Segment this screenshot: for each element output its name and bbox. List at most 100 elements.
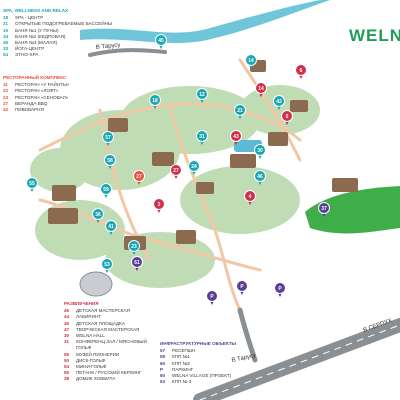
map-pin[interactable]: 23 bbox=[128, 240, 140, 256]
map-pin-marker bbox=[149, 94, 161, 106]
map-pin-label: P bbox=[278, 286, 282, 292]
legend-row-number: 55 bbox=[64, 351, 70, 357]
legend-row-label: ЙОГА-ЦЕНТР bbox=[15, 46, 45, 52]
map-pin-marker bbox=[133, 170, 145, 182]
map-pin[interactable]: 14 bbox=[255, 82, 267, 98]
map-pin[interactable]: 14 bbox=[245, 54, 257, 70]
map-pin[interactable]: P bbox=[236, 280, 248, 296]
map-pin[interactable]: 24 bbox=[188, 160, 200, 176]
map-pin[interactable]: 30 bbox=[254, 144, 266, 160]
map-pin-marker bbox=[274, 282, 286, 294]
map-pin-label: 30 bbox=[257, 148, 263, 154]
map-pin[interactable]: 3 bbox=[153, 198, 165, 214]
legend-row-label: ДОМИК ХОББИТА bbox=[76, 376, 116, 382]
map-pin-marker bbox=[254, 144, 266, 156]
golf-course bbox=[305, 186, 400, 234]
river bbox=[80, 0, 330, 43]
map-pin-marker bbox=[244, 190, 256, 202]
map-pin[interactable]: 21 bbox=[234, 104, 246, 120]
map-pin[interactable]: 41 bbox=[105, 220, 117, 236]
legend-row-label: РЕСЕПШН bbox=[172, 348, 196, 354]
legend-row-number: 57 bbox=[160, 348, 166, 354]
map-pin[interactable]: 55 bbox=[26, 177, 38, 193]
map-pin-label: 45 bbox=[158, 38, 164, 44]
map-pin-label: 27 bbox=[136, 174, 142, 180]
map-pin-label: 23 bbox=[131, 244, 137, 250]
map-pin[interactable]: 57 bbox=[102, 131, 114, 147]
map-pin-marker bbox=[206, 290, 218, 302]
map-pin[interactable]: P bbox=[206, 290, 218, 306]
legend-row[interactable]: ГОЛЬФ bbox=[64, 345, 147, 351]
map-pin-marker bbox=[105, 220, 117, 232]
map-pin[interactable]: 46 bbox=[254, 170, 266, 186]
legend-row-number: 47 bbox=[64, 326, 70, 332]
legend-row-label: ТВОРЧЕСКАЯ МАСТЕРСКАЯ bbox=[76, 326, 140, 332]
legend-infrastructure-heading: ИНФРАСТРУКТУРНЫЕ ОБЪЕКТЫ bbox=[160, 341, 237, 346]
map-pin[interactable]: 53 bbox=[101, 258, 113, 274]
map-pin[interactable]: 31 bbox=[196, 130, 208, 146]
map-pin-marker bbox=[188, 160, 200, 172]
legend-row-label: БАНЯ №2 (КЕДРОВАЯ) bbox=[15, 33, 66, 39]
legend-row-number: 32 bbox=[3, 107, 9, 113]
legend-row[interactable]: 47 ТВОРЧЕСКАЯ МАСТЕРСКАЯ bbox=[64, 327, 147, 333]
legend-spa-heading: SPA, WELLNESS AND RELAX bbox=[3, 8, 69, 13]
legend-row-number: 54 bbox=[64, 364, 70, 370]
road-label-tarusa-top: В Тарусу bbox=[96, 42, 121, 51]
map-pin-label: 24 bbox=[191, 164, 197, 170]
map-pin[interactable]: 18 bbox=[149, 94, 161, 110]
map-pin[interactable]: 5 bbox=[281, 110, 293, 126]
legend-row-number: 50 bbox=[64, 357, 70, 363]
map-pin[interactable]: P bbox=[274, 282, 286, 298]
map-pin[interactable]: 61 bbox=[131, 256, 143, 272]
map-pin[interactable]: 37 bbox=[318, 202, 330, 218]
map-pin-label: 37 bbox=[321, 206, 327, 212]
legend-row[interactable]: 57 РЕСЕПШН bbox=[160, 348, 236, 354]
map-pin-marker bbox=[196, 88, 208, 100]
legend-row-label: БАНЯ №3 (МАЛАЯ) bbox=[15, 40, 58, 46]
map-pin[interactable]: 27 bbox=[133, 170, 145, 186]
map-pin[interactable]: 27 bbox=[170, 164, 182, 180]
map-pin[interactable]: 59 bbox=[100, 183, 112, 199]
map-pin[interactable]: 42 bbox=[273, 95, 285, 111]
map-pin-label: 43 bbox=[233, 134, 239, 140]
map-pin[interactable]: 12 bbox=[196, 88, 208, 104]
map-pin[interactable]: 58 bbox=[104, 154, 116, 170]
map-pin[interactable]: 45 bbox=[155, 34, 167, 50]
map-pin[interactable]: 43 bbox=[230, 130, 242, 146]
map-pin[interactable]: 4 bbox=[244, 190, 256, 206]
legend-row-label: КОНФЕРЕНЦ ЗАЛ / МЯСНОВЫЙ bbox=[76, 339, 147, 345]
legend-row-number: 11 bbox=[3, 82, 8, 88]
map-pin-label: P bbox=[210, 294, 214, 300]
map-pin[interactable]: 36 bbox=[92, 208, 104, 224]
map-pin[interactable]: 6 bbox=[295, 64, 307, 80]
